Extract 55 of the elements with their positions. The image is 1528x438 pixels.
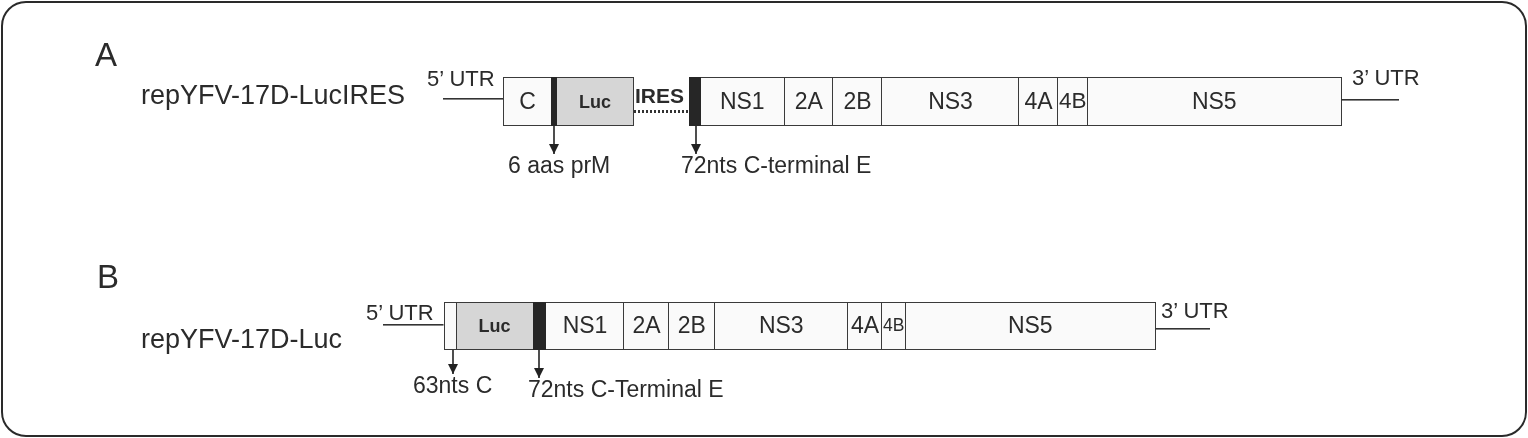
annotation-text: 72nts C-terminal E [681,154,872,177]
construct-name: repYFV-17D-LucIRES [141,82,406,109]
utr-label: 5’ UTR [366,302,434,324]
gene-segment [881,302,907,350]
gene-segment [1057,77,1089,126]
junction-bar [533,302,546,350]
arrow [534,348,544,379]
segment-label: C [519,90,536,113]
segment-label: NS5 [1007,314,1053,338]
segment-label: 2B [843,90,872,113]
segment-label: 2A [794,90,823,113]
gene-segment [623,302,670,350]
segment-label: NS3 [758,314,804,338]
gene-segment [904,302,1156,350]
arrow [549,125,559,155]
segment-label: 4B [1059,90,1087,113]
junction-bar [551,77,557,126]
utr-label: 3’ UTR [1352,67,1420,89]
arrow [691,125,701,155]
utr-label: 5’ UTR [427,68,495,90]
gene-segment [1086,77,1342,126]
segment-label: 2A [632,314,661,338]
annotation-text: 72nts C-Terminal E [528,378,724,401]
gene-segment [443,302,457,350]
segment-label: NS5 [1191,90,1237,113]
gene-segment [699,77,786,126]
gene-segment [832,77,883,126]
reporter-segment [556,77,634,126]
segment-label: 4A [850,314,880,338]
segment-label: 2B [677,314,706,338]
arrow [448,348,458,375]
gene-segment [503,77,552,126]
gene-segment [713,302,849,350]
panel-letter: B [97,260,119,293]
junction-bar [689,77,701,126]
panel-letter: A [95,38,117,71]
annotation-text: 63nts C [413,374,493,397]
segment-label: NS3 [928,90,973,113]
reporter-segment [455,302,534,350]
segment-label: Luc [579,92,611,111]
annotation-text: 6 aas prM [508,154,611,177]
gene-segment [545,302,625,350]
segment-label: NS1 [719,90,765,113]
segment-label: Luc [478,316,511,335]
gene-segment [881,77,1020,126]
gene-segment [668,302,716,350]
utr-label: 3’ UTR [1161,300,1229,322]
segment-label: NS1 [562,314,608,338]
ires-label: IRES [635,85,684,106]
gene-segment [783,77,834,126]
gene-segment [1018,77,1059,126]
segment-label: 4B [883,317,905,335]
gene-segment [847,302,883,350]
construct-name: repYFV-17D-Luc [141,326,343,353]
segment-label: 4A [1024,90,1053,113]
